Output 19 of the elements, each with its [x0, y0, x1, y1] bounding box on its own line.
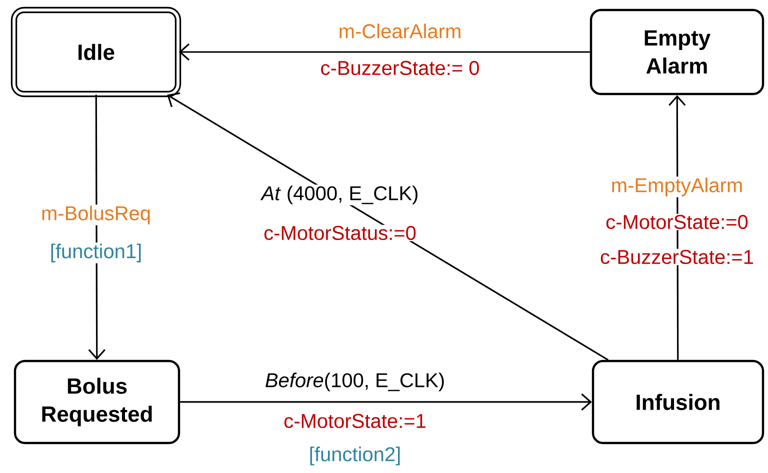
edge-label: Before(100, E_CLK) — [264, 372, 446, 392]
action-label: [function2] — [308, 446, 402, 466]
edge-label: m-ClearAlarm — [337, 22, 463, 40]
arrow — [178, 43, 590, 61]
arrow — [180, 393, 592, 411]
state-box: Idle — [10, 6, 182, 98]
arrow — [167, 92, 608, 361]
action-label: c-BuzzerState:=1 — [599, 248, 755, 266]
action-label: c-MotorStatus:=0 — [262, 224, 418, 242]
state-box: Infusion — [592, 360, 764, 444]
state-box: Bolus Requested — [14, 360, 180, 444]
action-label: c-MotorState:=0 — [604, 214, 750, 230]
edge-label: m-BolusReq — [40, 204, 152, 226]
edge-label: m-EmptyAlarm — [610, 176, 744, 198]
action-label: c-BuzzerState:= 0 — [319, 60, 481, 76]
action-label: c-MotorState:=1 — [282, 412, 428, 430]
edge-label: At (4000, E_CLK) — [260, 184, 420, 206]
state-box: Empty Alarm — [590, 8, 764, 96]
action-label: [function1] — [48, 242, 144, 264]
